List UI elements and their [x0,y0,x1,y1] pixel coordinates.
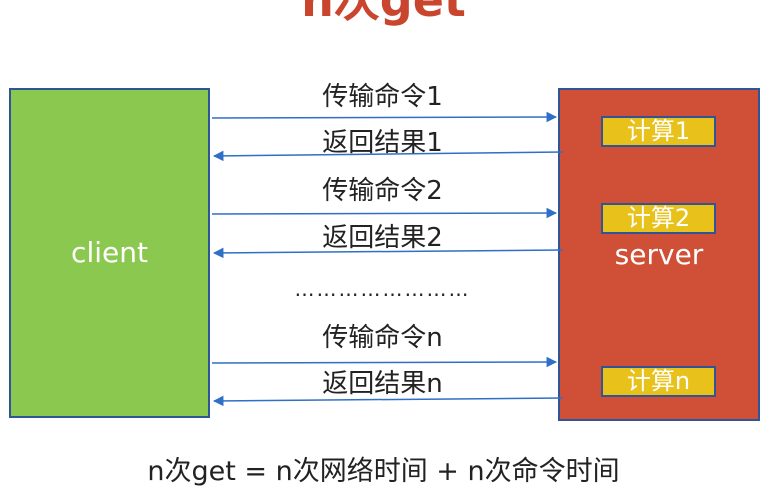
message-response-1: 返回结果1 [322,128,443,158]
message-response-2: 返回结果2 [322,223,443,253]
message-request-1: 传输命令1 [322,82,443,112]
client-label: client [71,236,148,269]
arrow-response-2 [212,247,564,259]
message-request-2: 传输命令2 [322,176,443,206]
server-label: server [614,238,704,271]
arrow-request-n [211,356,558,368]
calc-box-2: 计算2 [601,203,716,234]
arrow-response-1 [212,150,564,162]
calc-box-n: 计算n [601,366,716,397]
message-response-n: 返回结果n [322,369,443,399]
arrow-request-1 [211,111,558,123]
arrow-request-2 [211,207,558,219]
server-box: 计算1 计算2 server 计算n [558,88,760,421]
message-request-n: 传输命令n [322,323,443,353]
arrow-response-n [212,395,564,407]
ellipsis: …………………… [294,277,471,301]
formula: n次get = n次网络时间 + n次命令时间 [147,456,620,487]
client-box: client [9,88,210,418]
calc-box-1: 计算1 [601,116,716,147]
diagram-title: n次get [301,0,466,27]
